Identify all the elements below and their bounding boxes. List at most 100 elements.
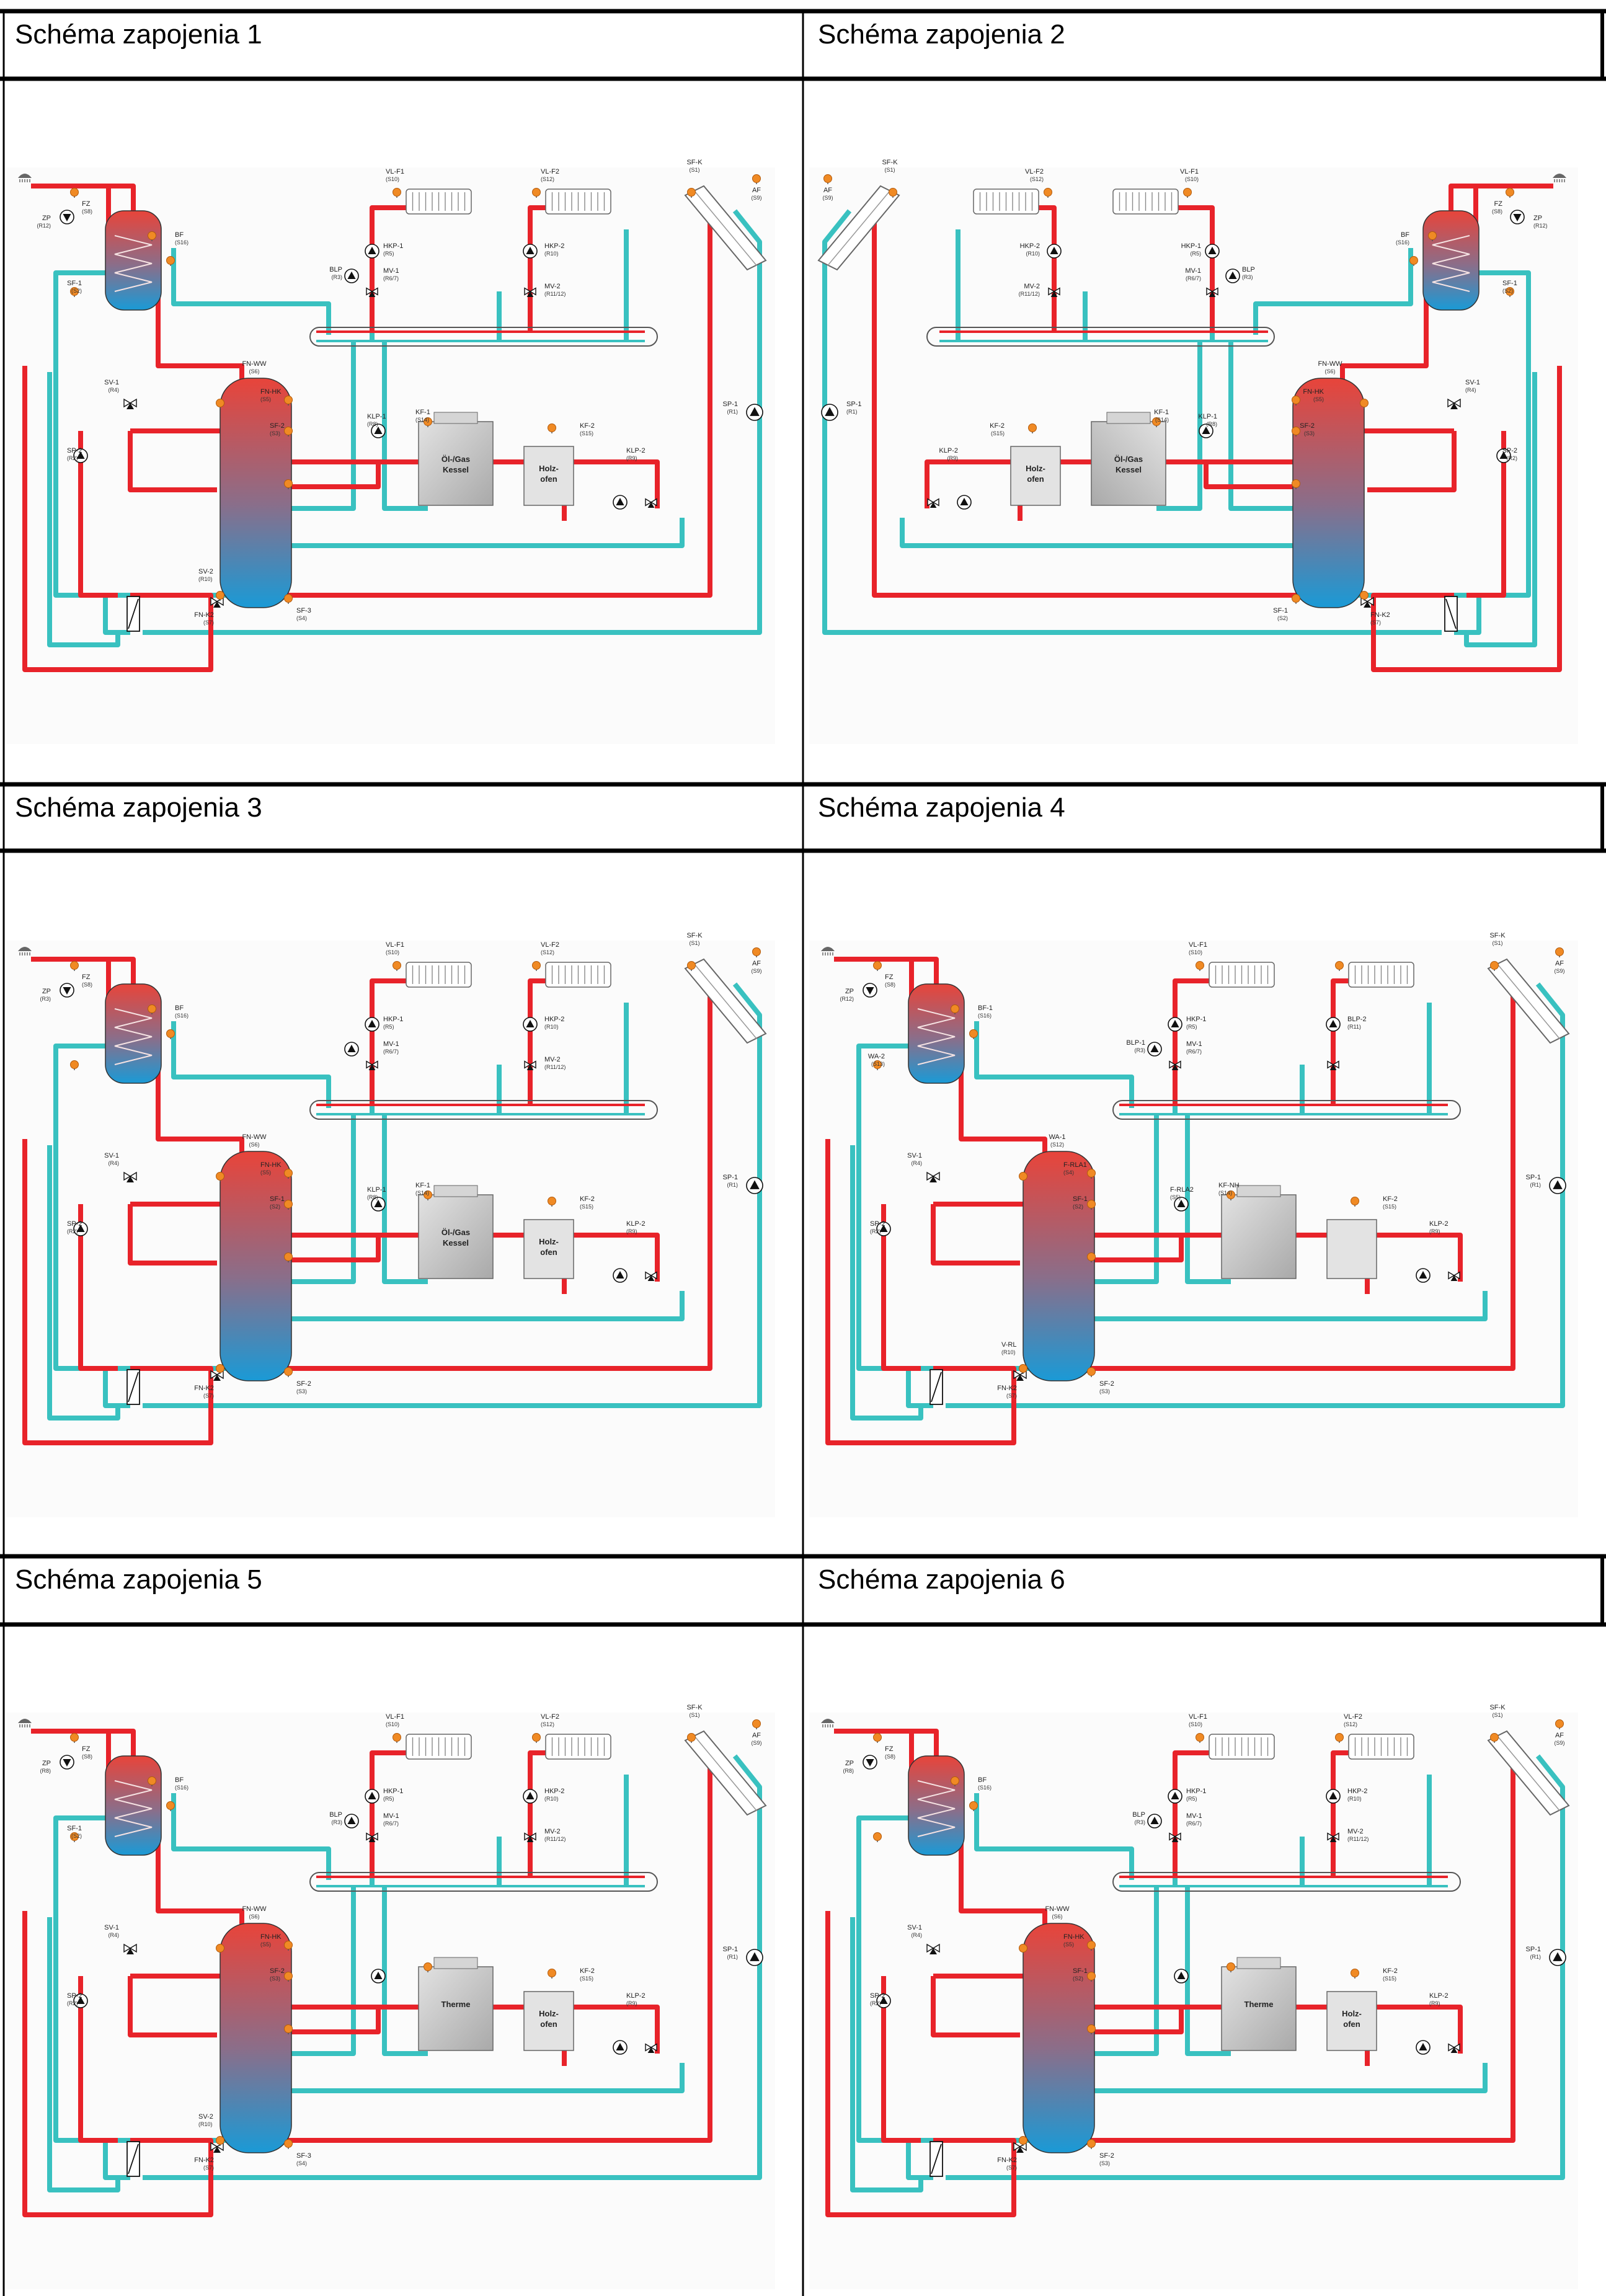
sensor-fnww-label: FN-WW [242, 1133, 267, 1141]
stove-label: Holz- [1342, 2009, 1362, 2018]
pump-zp-label: ZP [42, 988, 51, 995]
pump-icon [1416, 2040, 1431, 2055]
sensor-fnhk-id: (S5) [260, 1941, 271, 1948]
return-pipe [171, 1793, 331, 1880]
boiler-label: Öl-/Gas [441, 454, 470, 464]
sensor-icon [969, 1029, 978, 1039]
pump-hkp1-id: (R5) [383, 250, 394, 257]
sensor-fnhk-label: F-RLA1 [1063, 1161, 1087, 1169]
sensor-icon [216, 591, 224, 601]
collector-inner-line [694, 964, 757, 1039]
pump-sp2-id: (R2) [67, 2000, 78, 2006]
valve-mv2-label: MV-2 [1024, 283, 1040, 290]
pump-hkp1-label: HKP-1 [383, 242, 403, 250]
sensor-vlf1-id: (S10) [386, 176, 399, 182]
pump-icon [1416, 1268, 1431, 1283]
flow-pipe [78, 1204, 118, 1371]
pump-klp2-label: KLP-2 [1429, 1992, 1449, 2000]
sensor-fnhk-id: (S5) [1313, 396, 1324, 402]
sensor-fnww-id: (S6) [1052, 1913, 1062, 1920]
flow-pipe [128, 1976, 217, 2037]
pump-klp2-id: (R9) [947, 455, 959, 461]
shower-icon [18, 947, 32, 955]
pump-sp2-label: SP-2 [67, 1220, 82, 1228]
sensor-fnk2-label: FN-K2 [194, 611, 214, 619]
valve-mv2-label: MV-2 [544, 1056, 561, 1063]
return-pipe [288, 518, 685, 548]
sensor-icon [70, 287, 79, 297]
pump-hkp1-label: HKP-1 [1186, 1016, 1206, 1023]
sensor-sf2-label: SF-1 [1073, 1967, 1088, 1975]
pump-zp-label: ZP [42, 215, 51, 222]
sensor-sfk-id: (S1) [1492, 940, 1502, 946]
pump-blp-label: BLP [1132, 1811, 1145, 1819]
pump-sp2-label: SP-2 [67, 447, 82, 454]
sensor-fnk2-id: (S7) [1370, 619, 1381, 626]
valve-mv2-label: MV-2 [1347, 1828, 1364, 1835]
sensor-icon [216, 1172, 224, 1182]
valve-icon [1327, 1060, 1339, 1070]
schematic [809, 941, 1578, 1517]
valve-icon [926, 1943, 940, 1954]
pump-hkp1-label: HKP-1 [383, 1788, 403, 1795]
pump-hkp2-id: (R10) [544, 1796, 559, 1802]
sensor-fnww-label: FN-WW [1318, 360, 1342, 368]
valve-mv2-label: MV-2 [544, 1828, 561, 1835]
pump-hkp2-id: (R10) [544, 1024, 559, 1030]
sensor-kf2-label: KF-2 [580, 1967, 595, 1975]
sensor-fz-label: FZ [885, 973, 894, 981]
collector-inner-line [827, 190, 890, 266]
wood-stove [1010, 446, 1061, 506]
sensor-vlf2-id: (S12) [1030, 176, 1044, 182]
flow-pipe [78, 431, 118, 598]
collector-flow-pipe [229, 195, 712, 598]
sensor-fz-id: (S8) [82, 1753, 92, 1760]
pump-zp-label: ZP [845, 988, 854, 995]
sensor-bf-label: BF-1 [978, 1004, 993, 1012]
schematic [6, 1713, 775, 2289]
pump-sp1-label: SP-1 [723, 401, 738, 408]
pump-sp1-id: (R1) [846, 409, 858, 415]
collector-inner-line [1497, 1735, 1560, 1811]
pump-zp-id: (R8) [843, 1768, 854, 1774]
pump-icon [876, 1221, 891, 1236]
manifold [309, 1872, 658, 1892]
sensor-icon [1506, 188, 1514, 198]
boiler-label: Öl-/Gas [1114, 454, 1143, 464]
pump-icon [821, 404, 838, 421]
wood-stove [523, 446, 574, 506]
valve-icon [1360, 596, 1374, 608]
valve-icon [926, 1171, 940, 1182]
pump-sp2-label: SP-2 [67, 1992, 82, 2000]
labels: FZ(S8)ZP(R12)WA-2(S13)BF-1(S16)BLP-1(R3)… [840, 932, 1564, 1399]
sensor-icon [1087, 1941, 1096, 1951]
boiler [418, 1966, 494, 2051]
pump-icon [957, 495, 972, 510]
flow-pipe [528, 205, 546, 332]
pump-icon [1225, 268, 1240, 283]
valve-icon [366, 1060, 378, 1070]
return-pipe [1091, 1114, 1159, 1284]
dhw-coil [114, 1008, 153, 1065]
manifold [309, 1100, 658, 1120]
sensor-fz-id: (S8) [82, 982, 92, 988]
return-pipe [856, 1815, 949, 2143]
scheme-title: Schéma zapojenia 2 [818, 19, 1065, 50]
sensor-icon [1292, 396, 1300, 406]
sensor-icon [284, 479, 293, 489]
boiler-top [1236, 1957, 1281, 1969]
sensor-kf2-label: KF-2 [1383, 1195, 1398, 1203]
flow-pipe [931, 1976, 1020, 2037]
flow-pipe [1178, 205, 1215, 332]
sensor-kf2-id: (S15) [991, 430, 1005, 437]
collector-return-pipe [946, 1754, 1565, 2180]
boiler [418, 1194, 494, 1279]
sensor-sf3-label: SF-2 [1099, 2152, 1114, 2160]
sensor-fnk2-id: (S7) [203, 619, 214, 626]
heat-exchanger-icon [929, 2141, 943, 2177]
sensor-icon [1335, 961, 1344, 971]
shower-icon [821, 947, 835, 955]
sensor-icon [889, 188, 897, 198]
sensor-icon [548, 423, 556, 433]
return-pipe [171, 1021, 331, 1108]
